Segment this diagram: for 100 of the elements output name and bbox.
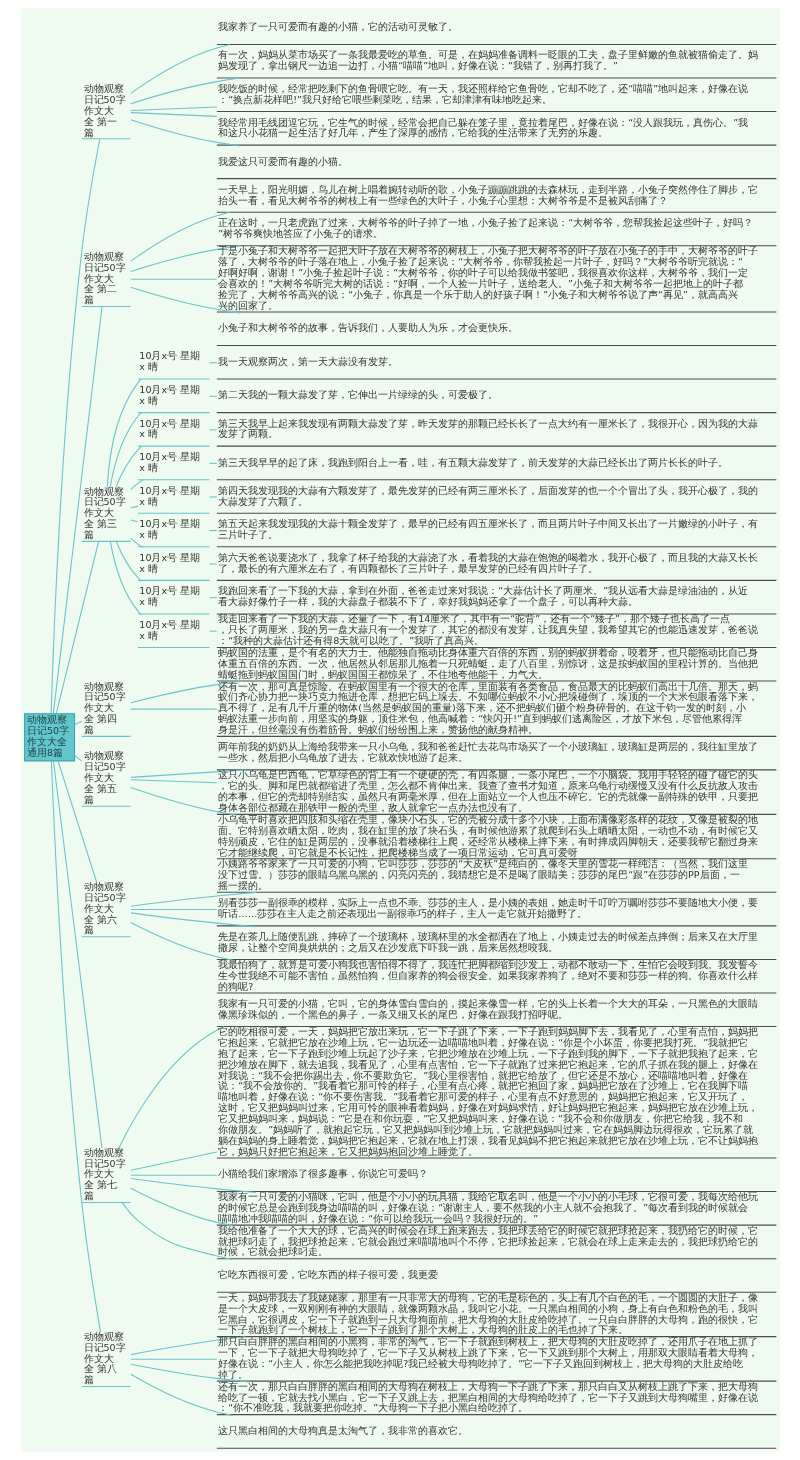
- connector: [129, 769, 246, 778]
- node-text: 动物观察日记50字作文大全 第五篇: [83, 750, 126, 805]
- connector: [129, 106, 217, 112]
- connector: [56, 760, 97, 883]
- node-text: 我一天观察两次，第一天大蒜没有发芽。: [217, 355, 398, 367]
- connector: [109, 412, 142, 488]
- connector: [106, 378, 142, 488]
- node-text: 我最怕狗了，就算是可爱小狗我也害怕得不得了，我连忙把脚都缩到沙发上，动都不敢动一下，生怕它会咬到我。我发誓今生今世我绝不可能不害怕，虽然怕狗，但自家养的狗会很安全。如果我家养狗了，绝对不要和莎莎一样的狗。你喜欢什么样的狗呢?: [217, 958, 758, 992]
- node-text: 那只白白胖胖的黑白相间的小黑狗，非常的淘气，它一下子就跑到树枝上，把大母狗的大肚皮吃掉了，还用爪子在地上抓了一下，它一下子就把大母狗吃掉了，它一下子又从树枝上跳了下来，它一下又跳到那个大树上，用那双大眼睛看着大母狗，好像在说：“小主人，你怎么能把我吃掉呢?我已经被大母狗吃掉了。”它一下子又跑回到树枝上，把大母狗的大肚皮给吃掉了。: [217, 1336, 758, 1380]
- node-text: 我走回来看了一下我的大蒜，还量了一下，有14厘米了，其中有一“驼背”，还有一个“矮子”，那个矮子也长高了一点，只长了两厘米，我的另一盘大蒜只有一个发芽了，其它的都没有发芽，让我真失望，我希望其它的也能迅速发芽，爸爸说：“我种的大蒜估计还有得8天就可以吃了。”我听了真高兴。: [217, 613, 758, 647]
- node-text: 10月x号 星期x 晴: [138, 451, 200, 474]
- connector: [130, 912, 257, 928]
- connector: [52, 760, 102, 1149]
- connector: [50, 138, 100, 715]
- node-text: 10月x号 星期x 晴: [138, 585, 200, 608]
- node-text: 10月x号 星期x 晴: [138, 350, 200, 373]
- node-text: 我给他准备了一个大大的球，它高兴的时候会在球上跑来跑去，我把球丢给它的时候它就把球抢起来，我扔给它的时候，它就把球叼走了，我把球抢起来，它就会跑过来喵喵地叫个不停，它把球捡起来，它就会在球上走来走去的，我把球扔给它的时候，它就会把球叼走。: [217, 1224, 758, 1258]
- node-text: 第六天爸爸说要浇水了，我拿了杯子给我的大蒜浇了水，看着我的大蒜在饱饱的喝着水，我开心极了，而且我的大蒜又长长了，最长的有六厘米左右了，有四颗都长了三片叶子，最早发芽的已经有四片叶子了。: [217, 551, 758, 574]
- connector: [130, 1178, 257, 1193]
- connector: [129, 786, 237, 816]
- node-text: 动物观察日记50字作文大全 第四篇: [83, 680, 126, 736]
- node-text: 动物观察日记50字作文大全 第八篇: [83, 1330, 126, 1386]
- node-text: 我家养了一只可爱而有趣的小猫，它的活动可灵敏了。: [217, 21, 458, 33]
- connector: [129, 921, 234, 961]
- node-text: 它的吃相很可爱，一天，妈妈把它放出来玩，它一下子跳了下来，一下子跑到妈妈脚下去，我看见了，心里有点怕，妈妈把它抱起来，它就把它放在沙堆上玩，它一边玩还一边喵喵地叫着，好像在说：“你是个小坏蛋，你要把我打死。”我就把它抱了起来，它一下子跑到沙堆上玩起了沙子来，它把沙堆放在沙堆上玩，一下子跑到我的脚下，一下子就把我抱了起来，它把沙堆放在脚下，就去追我，我看见了，心里有点害怕，它一下子就跑了过来把它抱起来，它的爪子抓在我的腿上，好像在对我说：“我不会把你踢出去，你不要欺负它。”我心里很害怕，就把它给放了，但它还是不放心，还喵喵地叫着，好像在说：“我不会放你的。”我看着它那可怜的样子，心里有点心疼，就把它抱回了家，妈妈把它放在了沙堆上，它在我脚下喵喵地叫着，好像在说：“你不要伤害我。”我看着它那可爱的样子，心里有点不好意思的，妈妈把它抱起来，它又开玩了，这时，它又把妈妈叫过来，它用可怜的眼神看着妈妈，好像在对妈妈求情，好让妈妈把它抱起来，妈妈把它放在沙堆上玩，它又把妈妈叫来，妈妈说：“它是在和你玩耍，”它又把妈妈叫来，好像在说：“我不会和你做朋友，你把它给我，我不和你做朋友。”妈妈听了，就抱起它玩，它又把妈妈叫到沙堆上玩，它就把妈妈叫过来，它在妈妈脚边玩得很欢，它玩累了就躺在妈妈的身上睡着觉，妈妈把它抱起来，它就在地上打滚，我看见妈妈不把它抱起来就把它放在沙堆上玩，它不让妈妈抱它，妈妈只好把它抱起来，它又把妈妈抱回沙堆上睡觉了。: [217, 1026, 758, 1157]
- node-text: 小猫给我们家增添了很多趣事，你说它可爱吗？: [217, 1168, 428, 1180]
- node-text: 我吃饭的时候，经常把吃剩下的鱼骨喂它吃。有一天，我还照样给它鱼骨吃，它却不吃了，还“喵喵”地叫起来，好像在说：“换点新花样吧!”我只好给它喂些剩菜吃，结果，它却津津有味地吃起来。: [217, 82, 748, 105]
- connector: [73, 755, 82, 762]
- node-text: 一天，妈妈带我去了我姥姥家，那里有一只非常大的母狗，它的毛是棕色的，头上有几个白色的毛，一个圆圆的大肚子，像是一个大皮球，一双刚刚有神的大眼睛，就像两颗水晶，我叫它小花。一只黑白相间的小狗，身上有白色和粉色的毛，我叫它黑白，它很调皮，它一下子就跑到一只大母狗面前，把大母狗的大肚皮给吃掉了。一只白白胖胖的大母狗，跑的很快，它一下子就跑到了一个树枝上，它一下子跳到了那个大树上，大母狗的肚皮上的毛也掉了下来。: [217, 1291, 758, 1336]
- connector: [114, 445, 142, 488]
- connector: [129, 708, 217, 710]
- connector: [129, 519, 138, 523]
- node-text: 小兔子和大树爷爷的故事，告诉我们，人要助人为乐，才会更快乐。: [217, 322, 518, 334]
- node-text: 蚂蚁国的法重，是个有名的大力士。他能独自拖动比身体重六百倍的东西，别的蚂蚁拼着命，咬着牙，也只能拖动比自己身体重五百倍的东西。一次，他居然从邻居那儿拖着一只死蜻蜓，走了八百里，别惊讶，这是按蚂蚁国的里程计算的。当他把蜻蜓拖到蚂蚁国国门时，蚂蚁国国王都惊呆了，不住地夸他能干，力气大。: [217, 647, 758, 680]
- node-text: 10月x号 星期x 晴: [138, 417, 200, 440]
- connector: [129, 505, 138, 509]
- node-box: 动物观察日记50字作文大全通用8篇: [23, 713, 75, 762]
- connector: [73, 720, 82, 726]
- node-text: 10月x号 星期x 晴: [138, 518, 200, 541]
- node-text: 10月x号 星期x 晴: [138, 384, 200, 406]
- connector: [129, 479, 143, 490]
- connector: [109, 540, 142, 616]
- connector: [52, 306, 103, 715]
- node-text: 动物观察日记50字作文大全 第三篇: [83, 485, 126, 541]
- connector: [129, 1187, 234, 1227]
- node-text: 第二天我的一颗大蒜发了芽，它伸出一片绿绿的头，可爱极了。: [217, 389, 498, 401]
- node-text: 我家有一只可爱的小猫咪，它叫，他是个小小的玩具猫，我给它取名叫，他是一个小小的小毛球，它很可爱，我每次给他玩的时候它总是会跑到我身边喵喵的叫，好像在说：“谢谢主人，要不然我的小主人就不会抱我了。”每次看到我的时候就会喵喵地冲我喵喵的叫，好像在说：“你可以给我玩一会吗？我很好玩的。”: [217, 1191, 758, 1224]
- connector: [121, 1202, 233, 1261]
- connector: [129, 1358, 217, 1360]
- connector: [55, 541, 99, 714]
- node-text: 我经常用毛线团逗它玩，它生气的时候，经常会把自己躲在笼子里，竟拉着尾巴，好像在说：“没人跟我玩，真伤心。”我和这只小花猫一起生活了好几年，产生了深厚的感情，它给我的生活带来了无穷的乐趣。: [217, 116, 748, 139]
- node-text: 小姨路爷爷家来了一只可爱的小狗，它叫莎莎，莎莎的“大皮袄”是纯白的，像冬天里的雪花一样纯洁：（当然，我们这里没下过雪。）莎莎的眼睛乌黑乌黑的，闪亮闪亮的，我猜想它是不是喝了眼睛美；莎莎的尾巴“跟”在莎莎的PP后面，一摇一摆的。: [217, 858, 748, 892]
- node-text: 动物观察日记50字作文大全 第六篇: [83, 880, 126, 936]
- node-text: 两年前我的奶奶从上海给我带来一只小乌龟，我和爸爸赶忙去花鸟市场买了一个小玻璃缸，玻璃缸是两层的，我往缸里放了一些水，然后把小乌龟放了进去，它就欢快地游了起来。: [217, 741, 758, 764]
- node-text: 动物观察日记50字作文大全 第二篇: [83, 250, 126, 306]
- node-text: 于是小兔子和大树爷爷一起把大叶子放在大树爷爷的树枝上，小兔子把大树爷爷的叶子放在小兔子的手中，大树爷爷的叶子落了，大树爷爷的叶子落在地上，小兔子捡了起来说：“大树爷爷，你帮我捡起一片叶子，好吗？”大树爷爷听完就说：“好啊好啊，谢谢！”小兔子捡起叶子说：“大树爷爷，你的叶子可以给我做书签吧，我很喜欢你这样，大树爷爷，我们一定会喜欢的！”大树爷爷听完大树的话说：“好啊，一个人捡一片叶子，送给老人。”小兔子和大树爷爷一起把地上的叶子都捡完了，大树爷爷高兴的说：“小兔子，你真是一个乐于助人的好孩子啊！”小兔子和大树爷爷说了声“再见”，就高高兴兴的回家了。: [217, 245, 758, 311]
- node-text: 这只黑白相间的大母狗真是太淘气了，我非常的喜欢它。: [217, 1425, 468, 1437]
- node-text: 还有一次，那只白白胖胖的黑白相间的大母狗在树枝上，大母狗一下子跳了下来，那只白白又从树枝上跳了下来，把大母狗给吃了一顿，它就去找小黑白，它一下子又跳上去，把黑白相间的大母狗给吃掉了，它一下子又跳到大母狗嘴里，好像在说：“你不准吃我，我就要把你吃掉。”大母狗一下子把小黑白给吃掉了。: [217, 1380, 758, 1414]
- connector: [129, 278, 217, 280]
- connector: [129, 211, 230, 262]
- node-text: 小乌龟平时喜欢把四肢和头缩在壳里，像块小石头，它的壳被分成十多个小块，上面布满像彩条样的花纹，又像是被裂的地面。它特别喜欢晒太阳，吃肉，我在缸里的放了块石头，有时候他游累了就爬到石头上晒晒太阳，一动也不动，有时候它又特别顽皮，它住的缸是两层的，没事就沿着楼梯往上爬，还经常从楼梯上摔下来，有时摔成四脚朝天，还要我帮它翻过身来它才能继续爬，可它就是不长记性，把爬楼梯当成了一项日常运动，它可真可爱呀: [217, 813, 758, 858]
- node-text: 别看莎莎一副很乖的模样，实际上一点也不乖。莎莎的主人，是小姨的表姐，她走时千叮咛万嘱咐莎莎不要随地大小便，要听话……莎莎在主人走之前还表现出一副很乖巧的样子，主人一走它就开始撒野了。: [217, 897, 758, 920]
- node-text: 它吃东西很可爱，它吃东西的样子很可爱，我更爱: [217, 1269, 438, 1281]
- connector: [115, 541, 142, 582]
- connector: [129, 77, 240, 105]
- node-text: 10月x号 星期x 晴: [138, 484, 200, 507]
- connector: [129, 1174, 217, 1176]
- connector: [129, 779, 217, 784]
- connector: [129, 1373, 233, 1417]
- connector: [129, 909, 217, 911]
- connector: [129, 112, 217, 117]
- connector: [129, 286, 240, 314]
- connector: [130, 891, 257, 907]
- connector: [117, 1026, 224, 1149]
- connector: [129, 537, 143, 549]
- connector: [129, 44, 230, 94]
- connector: [129, 1151, 217, 1171]
- node-text: 一天早上，阳光明媚，鸟儿在树上唱着婉转动听的歌，小兔子蹦蹦跳跳的去森林玩，走到半路，小兔子突然停住了脚步，它抬头一看，看见大树爷爷的树枝上有一些绿色的大叶子，小兔子心里想：大树爷爷是不是被风刮痛了？: [217, 183, 758, 206]
- connector: [50, 760, 101, 1333]
- node-text: 有一次，妈妈从菜市场买了一条我最爱吃的草鱼。可是，在妈妈准备调料一眨眼的工夫，盘子里鲜嫩的鱼就被猫偷走了。妈妈发现了，拿出钢尺一边追一边打，小猫“喵喵”地叫，好像在说：“我错了，别再打我了。”: [217, 49, 758, 72]
- node-text: 动物观察日记50字作文大全 第一篇: [83, 82, 126, 138]
- connector: [208, 563, 217, 565]
- node-text: 第三天我早早的起了床，我跑到阳台上一看，哇，有五颗大蒜发芽了，前天发芽的大蒜已经长出了两片长长的叶子。: [217, 456, 728, 468]
- connector: [130, 1336, 246, 1356]
- connector: [129, 1363, 249, 1383]
- node-text: 我爱这只可爱而有趣的小猫。: [217, 155, 348, 167]
- node-text: 先是在茶几上随便乱跳，摔碎了一个玻璃杯，玻璃杯里的水全都洒在了地上，小姨走过去的时候差点摔倒；后来又在大厅里撒尿，让整个空间臭烘烘的；之后又在沙发底下吓我一跳，后来居然想咬我。: [217, 930, 758, 953]
- node-text: 第四天我发现我的大蒜有六颗发芽了，最先发芽的已经有两三厘米长了，后面发芽的也一个个冒出了头，我开心极了，我的大蒜发芽了六颗了。: [217, 484, 758, 507]
- connector: [129, 680, 244, 704]
- connector: [129, 119, 240, 147]
- node-text: 这只小乌龟是巴西龟，它草绿色的背上有一个硬硬的壳，有四条腿，一条小尾巴，一个小脑袋。我用手轻轻的碰了碰它的头，它的头、脚和尾巴就都缩进了壳里，怎么都不肯伸出来。我查了查书才知道，原来乌龟行动缓慢又没有什么反抗敌人攻击的本事，但它的壳却特别结实，虽然只有两毫米厚，但在上面站立一个人也压不碎它。它的壳就像一副特殊的铁甲，只要把身体各部位都藏在那铁甲一般的壳里，敌人就拿它一点办法也没有了。: [217, 769, 758, 814]
- node-text: 我家有一只可爱的小猫，它叫，它的身体雪白雪白的，摸起来像雪一样，它的头上长着一个大大的耳朵，一只黑色的大眼睛像黑珍珠似的，一个黑色的鼻子，一条又细又长的尾巴，好像在跟我打招呼呢。: [217, 997, 758, 1020]
- node-text: 动物观察日记50字作文大全 第七篇: [83, 1146, 126, 1202]
- node-text: 还有一次，那可真是惊险。在蚂蚁国里有一个很大的仓库，里面装有各类食品，食品最大的比蚂蚁们高出十几倍。那天，蚂蚁们齐心协力把一块巧克力拖进仓库，想把它码上垛去。不知哪位蚂蚁不小心把垛碰倒了，垛顶的一个大米包眼看落下来，真不得了，足有几千斤重的物体(当然是蚂蚁国的重量)落下来，还不把蚂蚁们砸个粉身碎骨的。在这千钧一发的时刻，小蚂蚁法重一步向前，用坚实的身躯，顶住米包，他高喊着：“快闪开!”直到蚂蚁们逃离险区，才放下米包，尽管他累得浑身是汗，但丝毫没有伤着筋骨。蚂蚁们纷纷围上来，赞扬他的献身精神。: [217, 680, 758, 736]
- node-text: 第五天起来我发现我的大蒜十颗全发芽了，最早的已经有四五厘米长了，而且两片叶子中间又长出了一片嫩绿的小叶子，有三片叶子了。: [217, 518, 758, 541]
- connector: [129, 245, 240, 272]
- node-text: 10月x号 星期x 晴: [138, 618, 200, 641]
- connector: [208, 496, 217, 498]
- node-text: 我跑回来看了一下我的大蒜，拿到在外面，爸爸走过来对我说：“大蒜估计长了两厘米。”我从远看大蒜是绿油油的，从近看大蒜好像竹子一样，我的大蒜盘子都装不下了，幸好我妈妈还拿了一个盘子，可以再种大蒜。: [217, 585, 748, 608]
- node-text: 正在这时，一只老虎跑了过来，大树爷爷的叶子掉了一地，小兔子捡了起来说：“大树爷爷，您帮我捡起这些叶子，好吗？”树爷爷爽快地答应了小兔子的请求。: [217, 217, 753, 240]
